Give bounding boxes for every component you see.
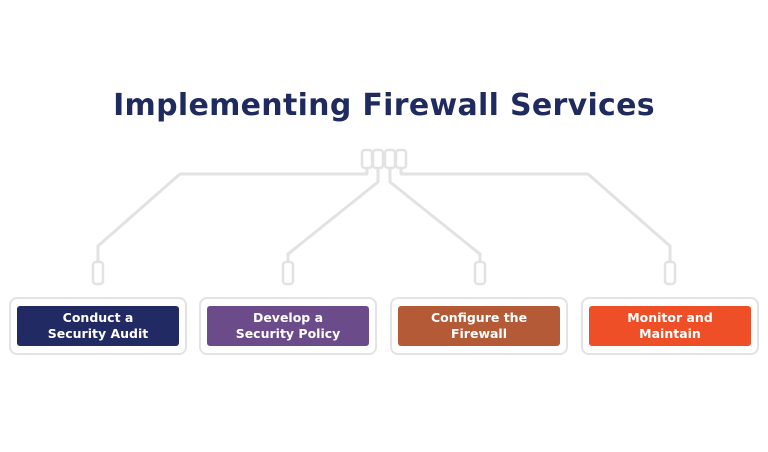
step-card-1: Conduct a Security Audit	[9, 297, 187, 355]
connector-plug-top-1	[360, 148, 374, 170]
step-card-2: Develop a Security Policy	[199, 297, 377, 355]
step-box-3: Configure the Firewall	[398, 306, 560, 346]
step-label-1: Conduct a Security Audit	[47, 310, 149, 341]
connector-line-2	[286, 166, 380, 264]
connector-plug-top-2	[371, 148, 385, 170]
connector-plug-bottom-4	[663, 260, 677, 286]
step-box-2: Develop a Security Policy	[207, 306, 369, 346]
step-box-4: Monitor and Maintain	[589, 306, 751, 346]
diagram-title: Implementing Firewall Services	[113, 88, 655, 123]
step-card-3: Configure the Firewall	[390, 297, 568, 355]
connector-plug-top-3	[383, 148, 397, 170]
connector-plug-bottom-3	[473, 260, 487, 286]
connector-plug-top-4	[394, 148, 408, 170]
step-label-3: Configure the Firewall	[430, 310, 528, 341]
connector-plug-bottom-2	[281, 260, 295, 286]
connector-plug-bottom-1	[91, 260, 105, 286]
step-box-1: Conduct a Security Audit	[17, 306, 179, 346]
connector-line-3	[388, 166, 482, 264]
step-card-4: Monitor and Maintain	[581, 297, 759, 355]
connector-line-1	[96, 166, 369, 264]
connector-line-4	[399, 166, 672, 264]
step-label-4: Monitor and Maintain	[627, 310, 713, 341]
step-label-2: Develop a Security Policy	[235, 310, 341, 341]
